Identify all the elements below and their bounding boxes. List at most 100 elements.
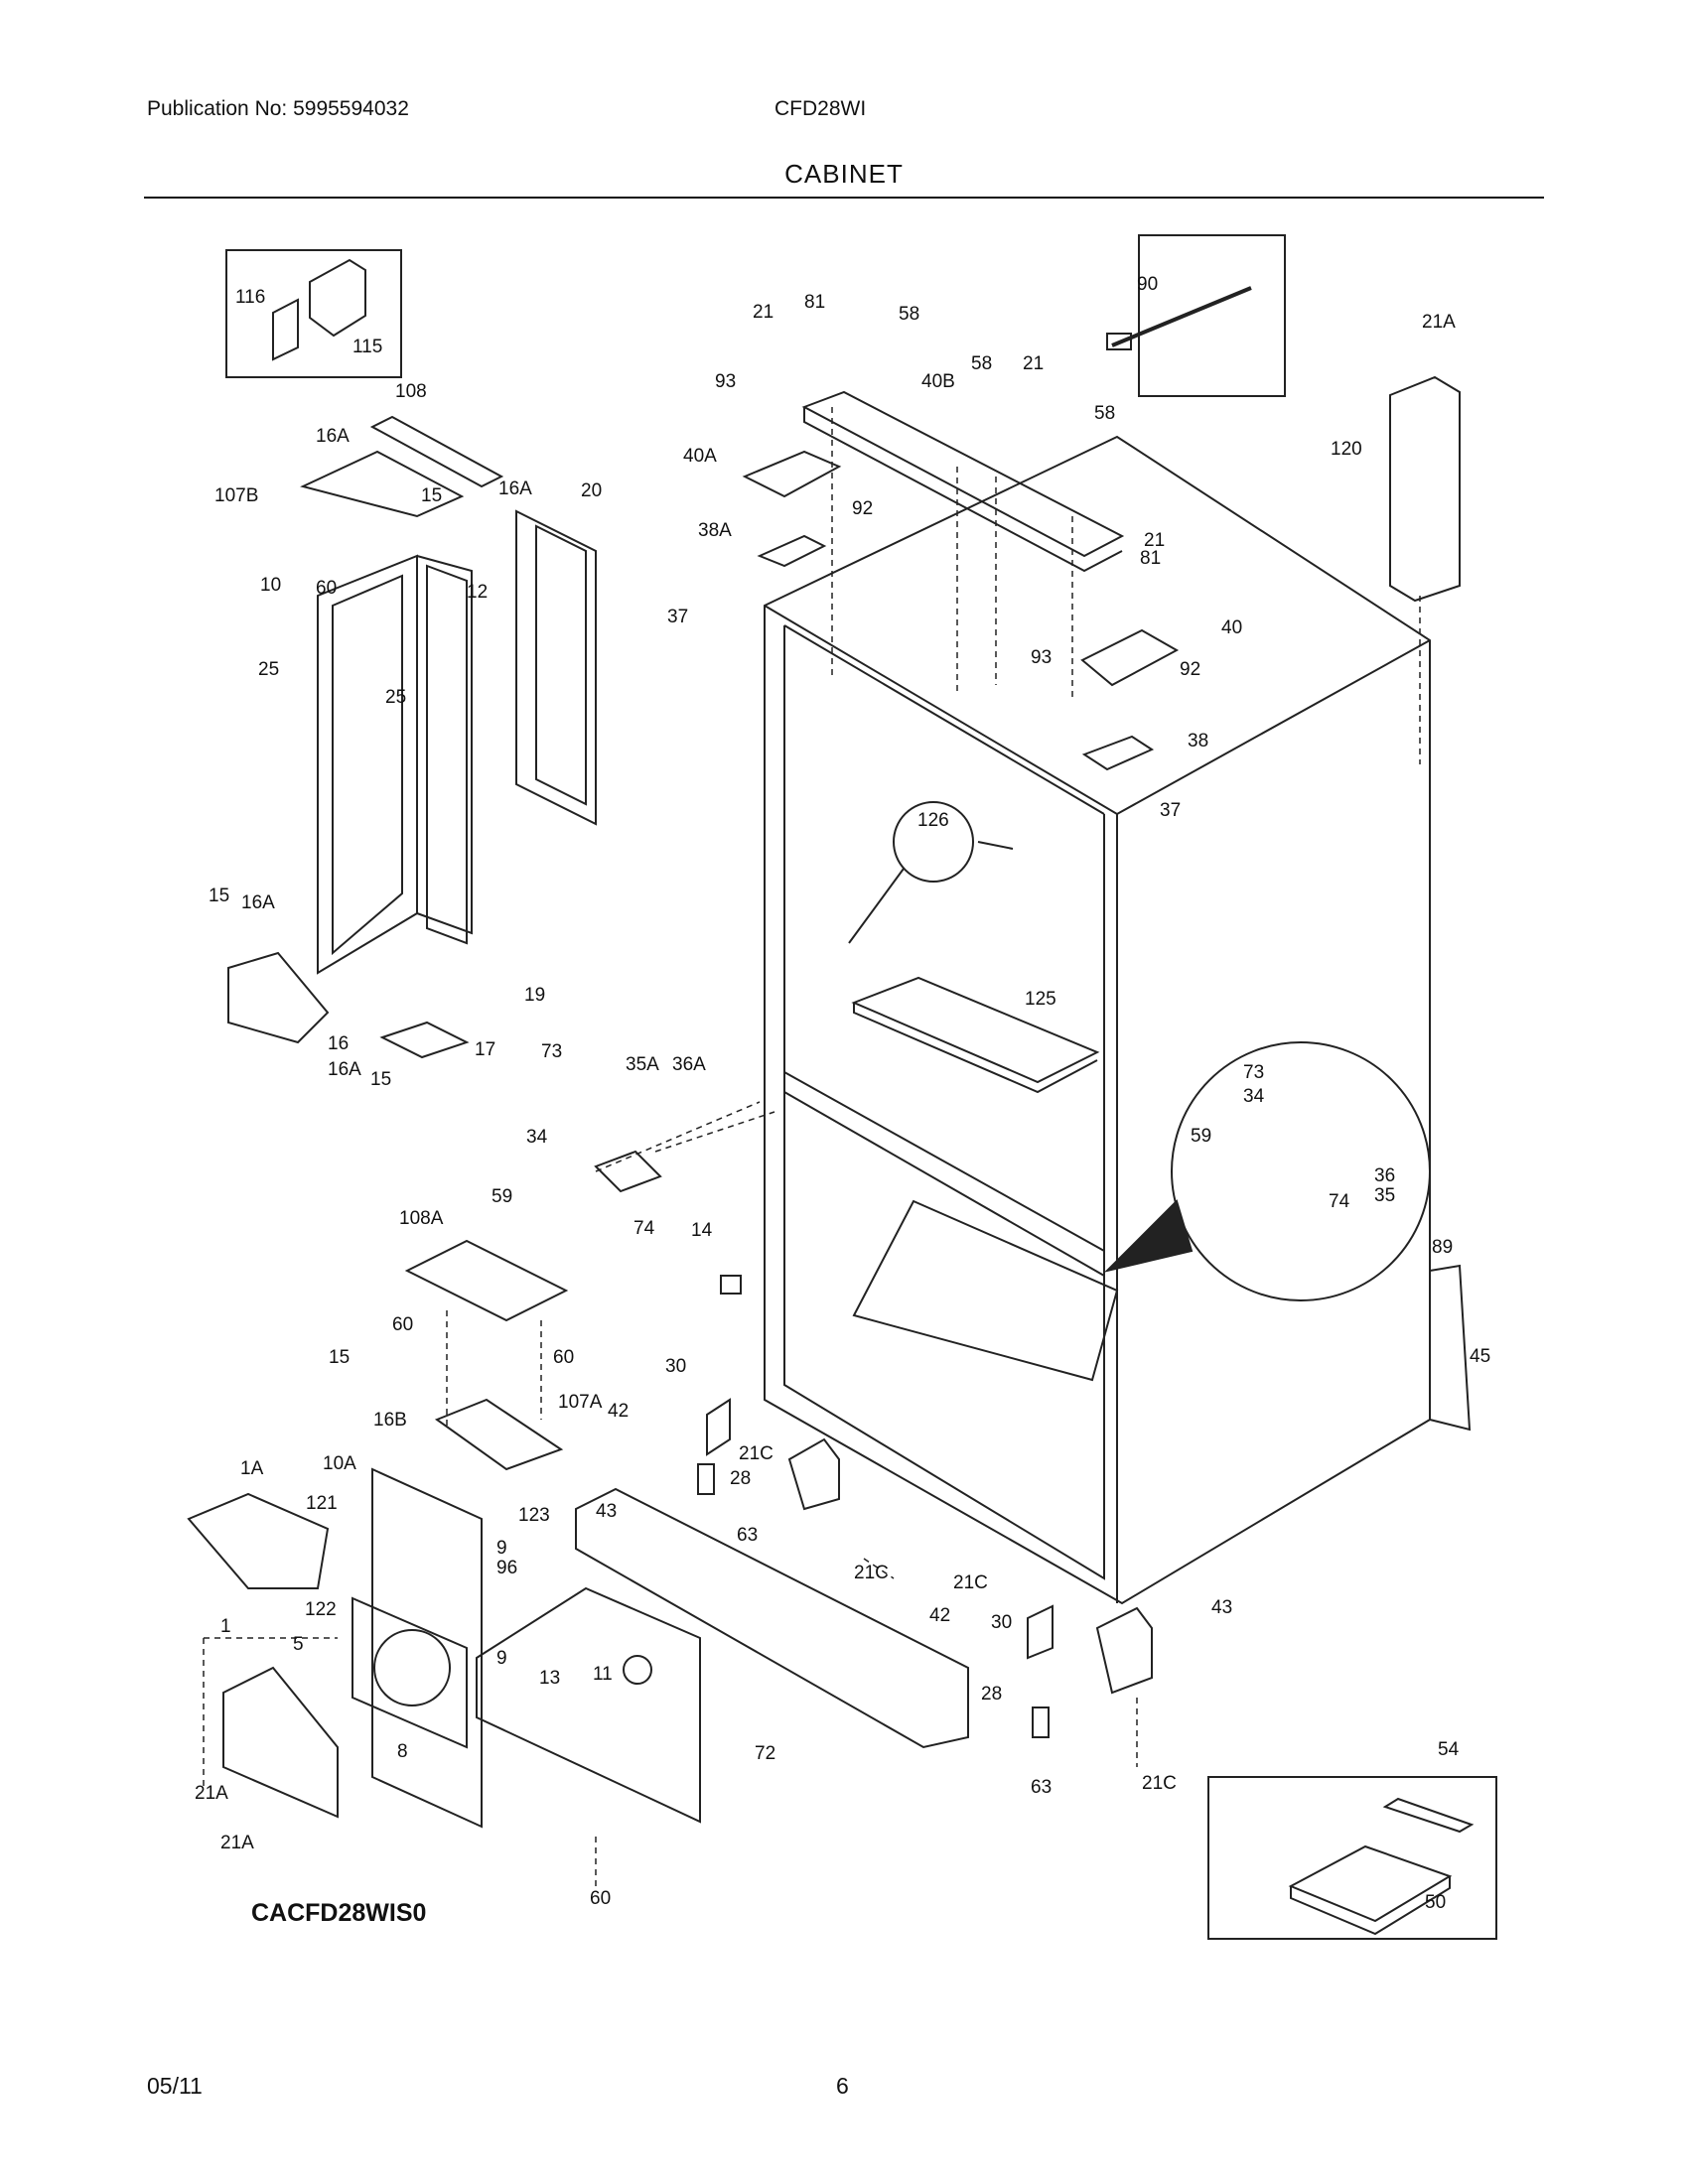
part-label-8: 8 (397, 1741, 408, 1762)
part-label-16: 16 (328, 1033, 349, 1054)
part-label-116: 116 (235, 287, 265, 308)
part-label-30: 30 (991, 1612, 1012, 1633)
inset-box-90 (1138, 234, 1286, 397)
part-label-60: 60 (316, 578, 337, 599)
part-label-92: 92 (1180, 659, 1200, 680)
part-label-58: 58 (899, 304, 919, 325)
part-label-107b: 107B (214, 485, 258, 506)
part-label-17: 17 (475, 1039, 495, 1060)
part-label-15: 15 (209, 886, 229, 906)
part-label-38: 38 (1188, 731, 1208, 751)
part-label-60: 60 (553, 1347, 574, 1368)
part-label-35a: 35A (626, 1054, 659, 1075)
diagram-code: CACFD28WIS0 (251, 1899, 426, 1927)
part-label-59: 59 (492, 1186, 512, 1207)
inset-box-116-115 (225, 249, 402, 378)
part-label-16b: 16B (373, 1410, 407, 1431)
part-label-37: 37 (667, 607, 688, 627)
part-label-58: 58 (971, 353, 992, 374)
part-label-1: 1 (220, 1616, 231, 1637)
part-label-90: 90 (1137, 274, 1158, 295)
publication-number: Publication No: 5995594032 (147, 97, 409, 120)
page-number: 6 (836, 2073, 849, 2099)
part-label-34: 34 (1243, 1086, 1265, 1107)
part-label-60: 60 (392, 1314, 413, 1335)
part-label-21: 21 (1144, 530, 1165, 551)
part-label-45: 45 (1470, 1346, 1490, 1367)
model-number: CFD28WI (774, 97, 867, 120)
part-label-126: 126 (917, 810, 949, 831)
part-label-9: 9 (496, 1538, 507, 1559)
part-label-42: 42 (929, 1605, 950, 1626)
part-label-28: 28 (730, 1468, 751, 1489)
part-label-16a: 16A (328, 1059, 361, 1080)
part-label-16a: 16A (316, 426, 350, 447)
part-label-54: 54 (1438, 1739, 1460, 1760)
part-label-92: 92 (852, 498, 873, 519)
part-label-121: 121 (306, 1493, 338, 1514)
part-label-73: 73 (1243, 1062, 1264, 1083)
part-label-21a: 21A (220, 1833, 254, 1853)
part-label-107a: 107A (558, 1392, 603, 1413)
part-label-89: 89 (1432, 1237, 1453, 1258)
part-label-10: 10 (260, 575, 281, 596)
part-label-40a: 40A (683, 446, 717, 467)
part-label-9: 9 (496, 1648, 507, 1669)
part-label-43: 43 (596, 1501, 617, 1522)
part-label-63: 63 (1031, 1777, 1052, 1798)
part-label-25: 25 (385, 687, 406, 708)
part-label-25: 25 (258, 659, 279, 680)
part-label-73: 73 (541, 1041, 562, 1062)
part-label-16a: 16A (498, 478, 532, 499)
part-label-42: 42 (608, 1401, 629, 1422)
part-label-21c: 21C (953, 1572, 988, 1593)
header-rule (144, 197, 1544, 199)
part-label-43: 43 (1211, 1597, 1232, 1618)
part-label-108: 108 (395, 381, 427, 402)
part-label-34: 34 (526, 1127, 548, 1148)
part-label-21a: 21A (1422, 312, 1456, 333)
part-label-74: 74 (1329, 1191, 1350, 1212)
part-label-1a: 1A (240, 1458, 264, 1479)
part-label-63: 63 (737, 1525, 758, 1546)
part-label-108a: 108A (399, 1208, 444, 1229)
part-label-14: 14 (691, 1220, 713, 1241)
part-label-20: 20 (581, 480, 602, 501)
part-label-35: 35 (1374, 1185, 1395, 1206)
inset-box-54-50 (1207, 1776, 1497, 1940)
part-label-40: 40 (1221, 617, 1242, 638)
part-label-36a: 36A (672, 1054, 706, 1075)
part-label-21: 21 (753, 302, 774, 323)
part-label-21c: 21C (739, 1443, 774, 1464)
part-label-21c: 21C (854, 1563, 889, 1583)
part-label-58: 58 (1094, 403, 1115, 424)
part-label-21: 21 (1023, 353, 1044, 374)
part-label-38a: 38A (698, 520, 732, 541)
footer-date: 05/11 (147, 2073, 203, 2099)
part-label-93: 93 (715, 371, 736, 392)
part-label-13: 13 (539, 1668, 560, 1689)
part-label-60: 60 (590, 1888, 611, 1909)
part-label-40b: 40B (921, 371, 955, 392)
part-label-115: 115 (352, 337, 382, 357)
part-label-21a: 21A (195, 1783, 228, 1804)
part-label-96: 96 (496, 1558, 517, 1578)
part-label-30: 30 (665, 1356, 686, 1377)
part-label-120: 120 (1331, 439, 1362, 460)
part-label-15: 15 (421, 485, 442, 506)
part-label-11: 11 (593, 1664, 613, 1685)
part-label-59: 59 (1191, 1126, 1211, 1147)
part-label-5: 5 (293, 1634, 304, 1655)
part-label-81: 81 (1140, 548, 1161, 569)
part-label-12: 12 (467, 582, 488, 603)
page-title: CABINET (784, 159, 904, 189)
part-label-50: 50 (1425, 1892, 1446, 1913)
part-label-21c: 21C (1142, 1773, 1177, 1794)
part-label-37: 37 (1160, 800, 1181, 821)
part-label-19: 19 (524, 985, 545, 1006)
part-label-93: 93 (1031, 647, 1052, 668)
part-label-15: 15 (329, 1347, 350, 1368)
part-label-10a: 10A (323, 1453, 356, 1474)
